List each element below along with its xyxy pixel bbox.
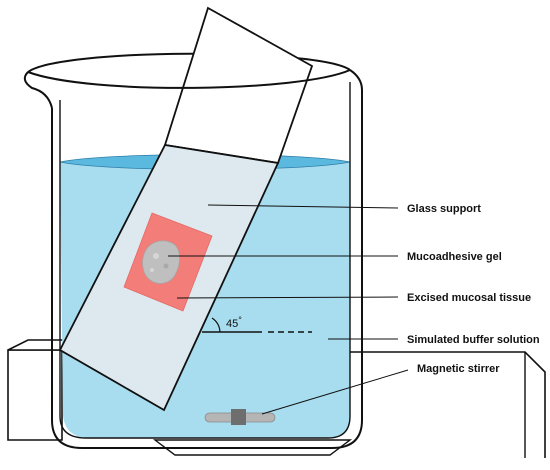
stand-right-side bbox=[340, 351, 546, 458]
leader-magnetic-stirrer bbox=[261, 369, 409, 415]
angle-arc bbox=[211, 317, 221, 333]
label-mucoadhesive-gel: Mucoadhesive gel bbox=[407, 251, 502, 263]
beaker-spout bbox=[23, 71, 53, 109]
leader-excised-tissue bbox=[176, 296, 399, 299]
angle-unit: ° bbox=[238, 315, 242, 325]
beaker bbox=[23, 69, 363, 449]
stand bbox=[7, 339, 546, 458]
beaker-inner-wall bbox=[59, 82, 351, 439]
angle-value: 45 bbox=[226, 318, 238, 330]
magnetic-stirrer-bar bbox=[204, 409, 276, 425]
gel-texture bbox=[163, 263, 169, 269]
glass-slide-divider bbox=[164, 144, 279, 164]
beaker-rim-front bbox=[27, 69, 351, 89]
label-magnetic-stirrer: Magnetic stirrer bbox=[417, 363, 500, 375]
gel-texture bbox=[153, 253, 159, 259]
beaker-outer-wall bbox=[51, 69, 363, 449]
label-buffer-solution: Simulated buffer solution bbox=[407, 334, 540, 346]
beaker-rim-back bbox=[27, 52, 351, 73]
label-glass-support: Glass support bbox=[407, 203, 481, 215]
stirrer-bar-center bbox=[231, 409, 246, 425]
mucoadhesive-gel bbox=[142, 240, 180, 284]
angle-label: 45° bbox=[226, 315, 242, 330]
leader-glass-support bbox=[207, 204, 399, 209]
glass-slide-upper bbox=[163, 6, 314, 165]
label-excised-tissue: Excised mucosal tissue bbox=[407, 292, 531, 304]
gel-texture bbox=[150, 268, 154, 272]
leader-lines bbox=[168, 204, 409, 415]
stand-left-block bbox=[7, 349, 63, 441]
angle-indicator: 45° bbox=[202, 315, 312, 333]
